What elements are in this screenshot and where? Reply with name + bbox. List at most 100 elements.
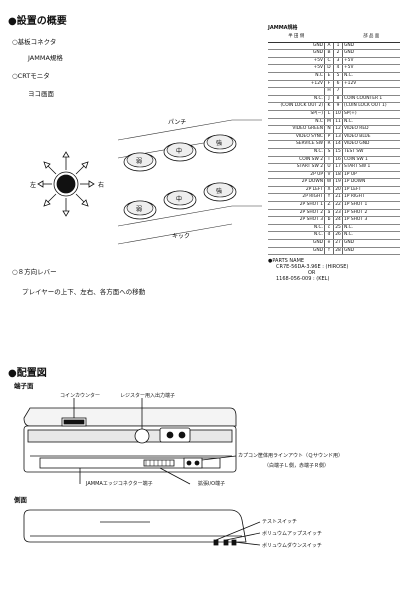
terminal-side-diagram	[23, 398, 237, 485]
jamma-parts-pin: 3	[333, 57, 343, 66]
jamma-parts-signal: N.C.	[342, 231, 400, 241]
jamma-solder-pin: S	[324, 148, 334, 157]
jamma-solder-pin: L	[324, 110, 334, 119]
jamma-solder-signal: 2P SHOT 1	[268, 201, 325, 210]
section-title-layout: ●配置図	[8, 368, 47, 379]
punch-strong-button: 強	[203, 134, 237, 154]
jamma-solder-pin: T	[324, 156, 334, 165]
crt-value: ヨコ画面	[28, 90, 54, 98]
jamma-parts-signal: 1P DOWN	[342, 178, 400, 187]
jamma-solder-pin: J	[324, 95, 334, 104]
parts-or: OR	[308, 270, 316, 277]
parts-name: ●PARTS NAME	[268, 258, 305, 265]
jamma-parts-pin: 9	[333, 102, 343, 111]
jamma-parts-signal: GND	[342, 49, 400, 58]
jamma-parts-signal: 1P SHOT 3	[342, 216, 400, 225]
col-parts-side: 部 品 面	[342, 33, 400, 43]
section-title-overview: ●設置の概要	[8, 16, 67, 27]
jamma-solder-pin: V	[324, 171, 334, 180]
jamma-parts-signal: +5V	[342, 57, 400, 66]
jamma-parts-pin: 14	[333, 140, 343, 149]
jamma-parts-pin: 7	[333, 87, 343, 96]
jamma-solder-signal: N.C.	[268, 231, 325, 241]
jamma-solder-signal: N.C	[268, 72, 325, 81]
jamma-solder-signal: +5V	[268, 57, 325, 66]
jamma-solder-pin: N	[324, 125, 334, 134]
jamma-solder-pin: A	[324, 42, 334, 51]
svg-text:中: 中	[176, 195, 182, 203]
jamma-parts-pin: 16	[333, 156, 343, 165]
svg-text:強: 強	[216, 139, 222, 147]
jamma-solder-pin: F	[324, 80, 334, 89]
jamma-parts-pin: 2	[333, 49, 343, 58]
jamma-parts-pin: 20	[333, 186, 343, 195]
jamma-parts-signal: VIDEO BLUE	[342, 133, 400, 142]
jamma-parts-signal: VIDEO GND	[342, 140, 400, 149]
jamma-solder-pin: K	[324, 102, 334, 111]
kick-mid-button: 中	[163, 190, 197, 210]
svg-text:強: 強	[216, 187, 222, 195]
line-out-sub-label: （白端子Ｌ側，赤端子Ｒ側）	[264, 463, 330, 469]
jamma-parts-pin: 15	[333, 148, 343, 157]
jamma-solder-pin: P	[324, 133, 334, 142]
jamma-parts-pin: 6	[333, 80, 343, 89]
svg-text:弱: 弱	[136, 206, 142, 213]
jamma-parts-signal: +5V	[342, 64, 400, 73]
jamma-parts-signal: 1P RIGHT	[342, 193, 400, 203]
jamma-parts-pin: 8	[333, 95, 343, 104]
control-panel-diagram: 左 右 パンチ キック 弱 中 強 弱 中 強	[30, 119, 262, 245]
jamma-parts-pin: 10	[333, 110, 343, 119]
jamma-parts-signal: N.C.	[342, 224, 400, 233]
jamma-solder-signal: COIN SW 2	[268, 156, 325, 165]
jamma-solder-signal: N.C.	[268, 148, 325, 157]
jamma-parts-pin: 25	[333, 224, 343, 233]
right-label: 右	[98, 181, 104, 189]
board-connector-label: ○基板コネクタ	[12, 38, 57, 46]
jamma-solder-pin: D	[324, 64, 334, 73]
jamma-solder-pin: Z	[324, 201, 334, 210]
kick-strong-button: 強	[203, 182, 237, 202]
jamma-solder-signal: N.C	[268, 118, 325, 127]
jamma-solder-signal: N.C.	[268, 95, 325, 104]
jamma-parts-pin: 18	[333, 171, 343, 180]
jamma-solder-signal: 2P UP	[268, 171, 325, 180]
jamma-solder-signal: 2P LEFT	[268, 186, 325, 195]
jamma-parts-signal: 1P SHOT 1	[342, 201, 400, 210]
jamma-solder-signal: SERVICE SW	[268, 140, 325, 149]
jamma-solder-pin: U	[324, 163, 334, 172]
jamma-solder-signal: GND	[268, 247, 325, 256]
jamma-solder-signal: VIDEO SYNC	[268, 133, 325, 142]
punch-mid-button: 中	[163, 142, 197, 162]
terminal-side-label: 端子面	[14, 382, 34, 390]
jamma-parts-signal: N.C.	[342, 118, 400, 127]
kick-weak-button: 弱	[123, 200, 157, 220]
jamma-solder-signal: 2P SHOT 2	[268, 209, 325, 218]
jamma-parts-pin: 17	[333, 163, 343, 172]
jamma-solder-signal: VIDEO GREEN	[268, 125, 325, 134]
jamma-solder-pin: E	[324, 72, 334, 81]
jamma-solder-pin: e	[324, 239, 334, 248]
jamma-parts-pin: 4	[333, 64, 343, 73]
jamma-solder-pin: B	[324, 49, 334, 58]
jamma-solder-signal: +5V	[268, 64, 325, 73]
ext-io-label: 拡張I/O端子	[198, 481, 226, 487]
jamma-solder-pin: C	[324, 57, 334, 66]
jamma-parts-signal: 1P UP	[342, 171, 400, 180]
punch-label: パンチ	[168, 119, 186, 126]
jamma-parts-signal	[342, 87, 400, 96]
jamma-parts-signal: TEST SW	[342, 148, 400, 157]
jamma-solder-signal: (COIN LOCK OUT 2)	[268, 102, 325, 111]
